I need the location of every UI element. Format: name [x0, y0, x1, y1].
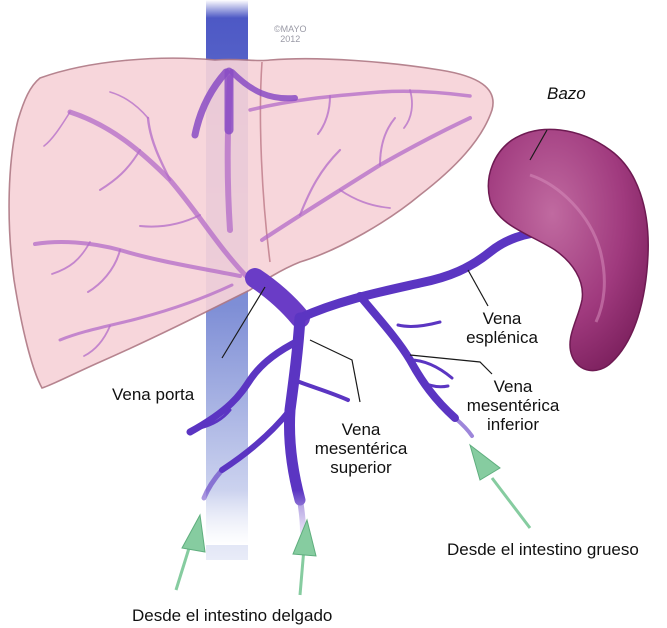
- label-splenic-vein-line-2: esplénica: [466, 328, 538, 347]
- copyright-line-1: ©MAYO: [274, 24, 307, 34]
- label-superior-mesenteric-line-2: mesentérica: [314, 439, 408, 458]
- leader-spleen: [529, 129, 548, 161]
- label-inferior-mesenteric-line-3: inferior: [487, 415, 539, 434]
- label-splenic-vein: Vena esplénica: [446, 309, 558, 347]
- hepatic-veins: [191, 67, 298, 139]
- label-superior-mesenteric: Vena mesentérica superior: [306, 420, 416, 477]
- leader-portal-vein: [221, 286, 266, 359]
- label-from-large-intestine: Desde el intestino grueso: [447, 540, 639, 559]
- leader-inferior-mesenteric: [409, 354, 493, 375]
- label-superior-mesenteric-line-1: Vena: [341, 420, 381, 439]
- label-spleen: Bazo: [547, 84, 586, 103]
- arrow-small-intestine-left: [174, 513, 206, 591]
- spleen: [487, 128, 649, 372]
- portal-vein-system: [180, 176, 605, 545]
- leader-superior-mesenteric: [309, 339, 361, 403]
- copyright-line-2: 2012: [280, 34, 301, 44]
- leader-splenic-vein: [467, 269, 489, 307]
- label-splenic-vein-line-1: Vena: [482, 309, 522, 328]
- flow-arrows: [174, 443, 532, 596]
- label-superior-mesenteric-line-3: superior: [330, 458, 392, 477]
- arrow-small-intestine-right: [292, 518, 317, 596]
- label-from-small-intestine: Desde el intestino delgado: [132, 606, 333, 625]
- copyright-notice: ©MAYO 2012: [274, 24, 306, 44]
- label-inferior-mesenteric: Vena mesentérica inferior: [458, 377, 568, 434]
- arrow-large-intestine: [469, 443, 532, 529]
- liver: [8, 57, 494, 389]
- label-inferior-mesenteric-line-1: Vena: [493, 377, 533, 396]
- label-portal-vein: Vena porta: [112, 385, 195, 404]
- leader-lines: [221, 129, 548, 403]
- label-inferior-mesenteric-line-2: mesentérica: [466, 396, 560, 415]
